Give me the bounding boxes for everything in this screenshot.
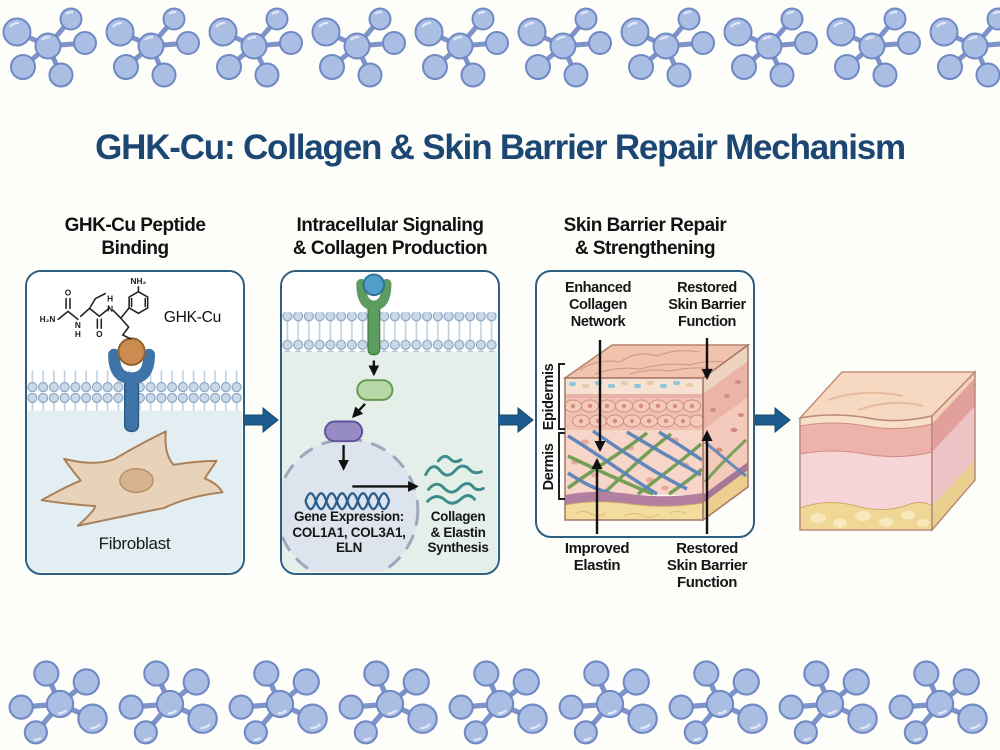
fibroblast-label: Fibroblast — [98, 534, 171, 553]
label-improved-elastin: Improved Elastin — [564, 540, 630, 574]
molecule-icon — [828, 9, 921, 87]
page-title: GHK-Cu: Collagen & Skin Barrier Repair M… — [95, 128, 906, 167]
healthy-skin-block — [797, 370, 977, 533]
chem-label-o-top: O — [65, 288, 72, 298]
fibroblast-nucleus — [119, 467, 154, 494]
dna-icon — [304, 492, 391, 511]
heading-peptide-binding: GHK-Cu Peptide Binding — [64, 215, 206, 259]
label-restored-barrier-bottom: Restored Skin Barrier Function — [666, 540, 748, 591]
molecule-icon — [931, 9, 1000, 87]
synthesis-label: Collagen & Elastin Synthesis — [427, 509, 489, 555]
molecule-icon — [120, 661, 217, 743]
heading-barrier-repair: Skin Barrier Repair & Strengthening — [563, 215, 727, 259]
chem-label-h1: H — [75, 329, 81, 339]
label-restored-barrier-top: Restored Skin Barrier Function — [668, 280, 746, 330]
flow-arrow-icon — [755, 407, 791, 433]
molecule-icon — [416, 9, 509, 87]
molecule-icon — [450, 661, 547, 743]
signal-molecule-purple — [324, 420, 364, 443]
label-enhanced-collagen: Enhanced Collagen Network — [564, 280, 632, 330]
peptide-label: GHK-Cu — [164, 309, 221, 326]
molecule-icon — [725, 9, 818, 87]
panel-signaling: Gene Expression: COL1A1, COL3A1, ELN Col… — [280, 270, 500, 575]
molecule-icon — [107, 9, 200, 87]
signal-arrow-2 — [352, 403, 366, 419]
copper-ion-icon — [117, 337, 146, 366]
molecule-icon — [313, 9, 406, 87]
cell-membrane — [282, 312, 497, 352]
chem-label-o-bottom: O — [96, 329, 103, 339]
molecule-icon — [519, 9, 612, 87]
chem-label-h2: H — [107, 293, 113, 303]
molecule-icon — [230, 661, 327, 743]
panel-barrier-repair: Enhanced Collagen Network Restored Skin … — [535, 270, 755, 640]
ghk-cu-structure — [57, 285, 149, 340]
molecule-icon — [4, 9, 97, 87]
panel-peptide-binding: H₂N O N H H N O NH₂ GHK-Cu Fibroblast — [25, 270, 245, 575]
molecule-icon — [622, 9, 715, 87]
flow-arrow-icon — [498, 407, 534, 433]
chem-label-n2: N — [107, 303, 113, 313]
epidermis-band — [799, 422, 933, 458]
molecule-icon — [560, 661, 657, 743]
molecule-icon — [780, 661, 877, 743]
chem-label-nh2: NH₂ — [131, 276, 147, 286]
molecule-icon — [890, 661, 987, 743]
chem-label-amine: H₂N — [40, 314, 56, 324]
signaling-graphic — [282, 272, 497, 573]
signal-molecule-green — [356, 379, 394, 401]
molecule-icon — [10, 661, 107, 743]
collagen-elastin-icon — [424, 454, 485, 505]
epidermis-bracket — [558, 363, 565, 430]
dermis-bracket — [558, 432, 565, 500]
ligand-ball-icon — [362, 273, 386, 297]
top-molecule-border — [0, 0, 1000, 100]
bottom-molecule-border — [0, 652, 1000, 750]
molecule-icon — [340, 661, 437, 743]
dermal-junction-band — [565, 491, 703, 507]
heading-signaling: Intracellular Signaling & Collagen Produ… — [292, 215, 488, 259]
skin-block-graphic — [558, 338, 751, 534]
molecule-icon — [670, 661, 767, 743]
peptide-binding-graphic: H₂N O N H H N O NH₂ GHK-Cu — [27, 272, 242, 572]
flow-arrow-icon — [243, 407, 279, 433]
gene-expression-label: Gene Expression: COL1A1, COL3A1, ELN — [292, 509, 406, 555]
molecule-icon — [210, 9, 303, 87]
chem-label-n1: N — [75, 320, 81, 330]
label-dermis: Dermis — [541, 443, 557, 491]
receptor-icon — [356, 278, 392, 311]
receptor-icon — [108, 348, 156, 385]
label-epidermis: Epidermis — [541, 363, 557, 431]
